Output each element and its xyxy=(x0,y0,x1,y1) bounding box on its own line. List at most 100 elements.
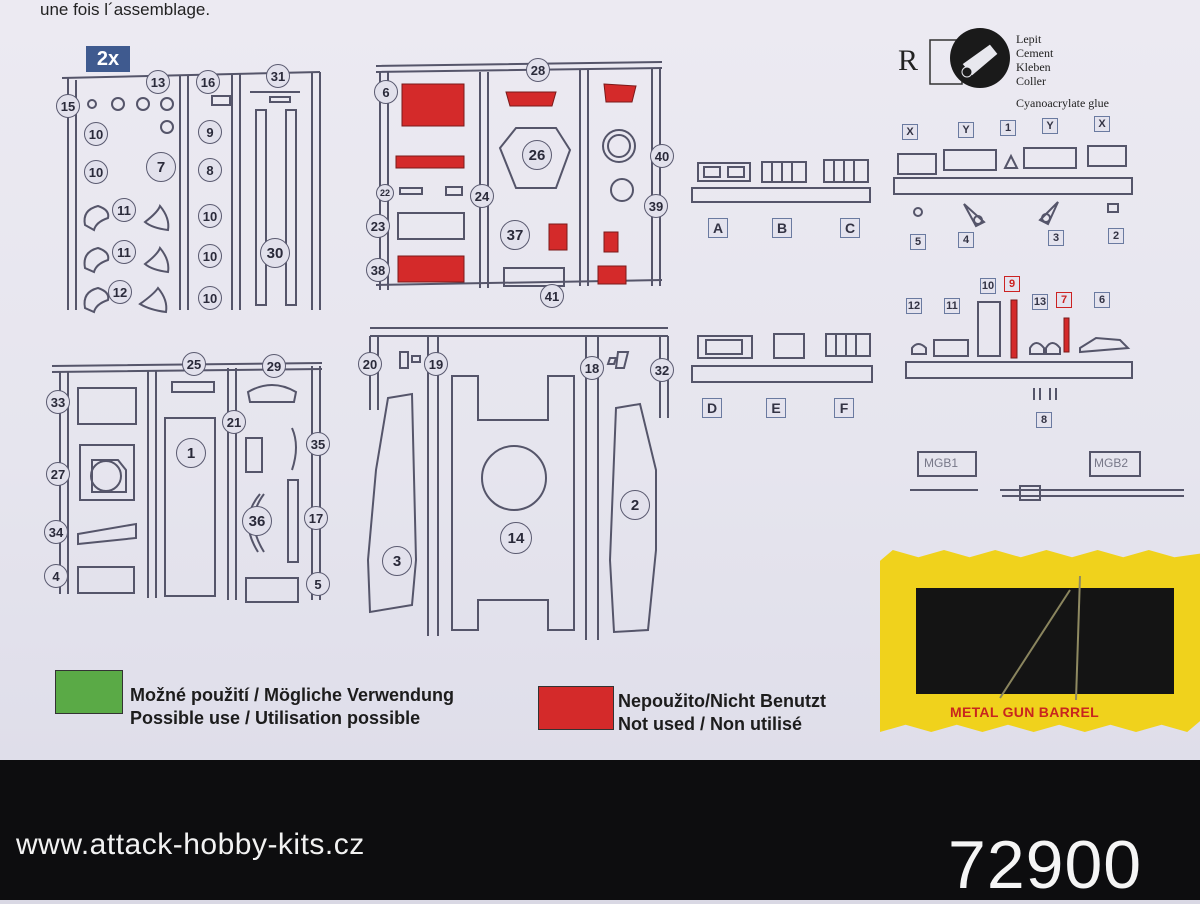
part-16: 16 xyxy=(196,70,220,94)
sprue-d-frame xyxy=(366,327,669,640)
glue-line-1: Lepit xyxy=(1016,32,1042,46)
part-11: 11 xyxy=(112,240,136,264)
part-40: 40 xyxy=(650,144,674,168)
clear-part-b: B xyxy=(772,218,792,238)
part-29: 29 xyxy=(262,354,286,378)
sprue-a-wheels xyxy=(83,97,174,314)
legend-unused-line1: Nepoužito/Nicht Benutzt xyxy=(618,691,826,711)
part-30: 30 xyxy=(260,238,290,268)
metal-gun-barrel-package: METAL GUN BARREL xyxy=(880,550,1200,732)
part-8: 8 xyxy=(198,158,222,182)
metal-barrel-rods xyxy=(999,575,1081,701)
part-13: 13 xyxy=(146,70,170,94)
part-27: 27 xyxy=(46,462,70,486)
pe-label-9: 9 xyxy=(1004,276,1020,292)
part-7: 7 xyxy=(146,152,176,182)
metal-gun-barrel-label: METAL GUN BARREL xyxy=(950,704,1099,720)
part-10: 10 xyxy=(84,122,108,146)
part-34: 34 xyxy=(44,520,68,544)
clear-part-e: E xyxy=(766,398,786,418)
pe-label-3: 3 xyxy=(1048,230,1064,246)
pe-label-x: X xyxy=(902,124,918,140)
footer-product-code: 72900 xyxy=(948,827,1143,903)
part-18: 18 xyxy=(580,356,604,380)
glue-line-4: Coller xyxy=(1016,74,1046,88)
pe-label-5: 5 xyxy=(910,234,926,250)
part-11: 11 xyxy=(112,198,136,222)
pe-label-2: 2 xyxy=(1108,228,1124,244)
part-10: 10 xyxy=(198,244,222,268)
part-17: 17 xyxy=(304,506,328,530)
part-1: 1 xyxy=(176,438,206,468)
pe-label-7: 7 xyxy=(1056,292,1072,308)
part-10: 10 xyxy=(198,204,222,228)
part-10: 10 xyxy=(84,160,108,184)
part-38: 38 xyxy=(366,258,390,282)
footer-bar xyxy=(0,760,1200,900)
part-4: 4 xyxy=(44,564,68,588)
barrel-label-mgb2: MGB2 xyxy=(1094,456,1129,470)
glue-symbol-letter: R xyxy=(898,44,919,77)
part-37: 37 xyxy=(500,220,530,250)
part-19: 19 xyxy=(424,352,448,376)
legend-possible-line2: Possible use / Utilisation possible xyxy=(130,708,421,728)
clear-part-f: F xyxy=(834,398,854,418)
pe-label-13: 13 xyxy=(1032,294,1048,310)
glue-symbol xyxy=(929,28,1010,88)
pe-label-8: 8 xyxy=(1036,412,1052,428)
sprue-b-frame xyxy=(375,61,663,290)
part-15: 15 xyxy=(56,94,80,118)
part-24: 24 xyxy=(470,184,494,208)
part-28: 28 xyxy=(526,58,550,82)
pe-sheet xyxy=(893,145,1184,501)
sprue-a-frame xyxy=(61,71,321,310)
clear-part-c: C xyxy=(840,218,860,238)
parts-diagram xyxy=(51,28,1184,640)
pe-label-y: Y xyxy=(958,122,974,138)
part-2: 2 xyxy=(620,490,650,520)
legend-unused-swatch xyxy=(538,686,614,730)
footer-url: www.attack-hobby-kits.cz xyxy=(16,828,365,861)
part-3: 3 xyxy=(382,546,412,576)
sprue-c-frame xyxy=(51,362,323,603)
clear-part-d: D xyxy=(702,398,722,418)
part-21: 21 xyxy=(222,410,246,434)
part-5: 5 xyxy=(306,572,330,596)
pe-label-1: 1 xyxy=(1000,120,1016,136)
barrel-label-mgb1: MGB1 xyxy=(924,456,959,470)
part-33: 33 xyxy=(46,390,70,414)
part-23: 23 xyxy=(366,214,390,238)
part-12: 12 xyxy=(108,280,132,304)
pe-label-11: 11 xyxy=(944,298,960,314)
part-31: 31 xyxy=(266,64,290,88)
part-25: 25 xyxy=(182,352,206,376)
pe-label-4: 4 xyxy=(958,232,974,248)
clear-part-a: A xyxy=(708,218,728,238)
part-6: 6 xyxy=(374,80,398,104)
part-14: 14 xyxy=(500,522,532,554)
part-20: 20 xyxy=(358,352,382,376)
metal-barrel-black-card xyxy=(916,588,1174,694)
part-39: 39 xyxy=(644,194,668,218)
pe-label-y: Y xyxy=(1042,118,1058,134)
pe-label-12: 12 xyxy=(906,298,922,314)
legend-possible-swatch xyxy=(55,670,123,714)
part-10: 10 xyxy=(198,286,222,310)
glue-type: Cyanoacrylate glue xyxy=(1016,96,1109,110)
part-22: 22 xyxy=(376,184,394,202)
quantity-badge: 2x xyxy=(86,46,130,72)
pe-label-x: X xyxy=(1094,116,1110,132)
clear-sprues xyxy=(691,159,873,383)
part-36: 36 xyxy=(242,506,272,536)
legend-unused-line2: Not used / Non utilisé xyxy=(618,714,803,734)
part-41: 41 xyxy=(540,284,564,308)
part-32: 32 xyxy=(650,358,674,382)
part-35: 35 xyxy=(306,432,330,456)
glue-line-2: Cement xyxy=(1016,46,1054,60)
legend-possible-line1: Možné použití / Mögliche Verwendung xyxy=(130,685,454,705)
part-9: 9 xyxy=(198,120,222,144)
intro-text: une fois l´assemblage. xyxy=(40,0,211,19)
part-26: 26 xyxy=(522,140,552,170)
pe-label-6: 6 xyxy=(1094,292,1110,308)
unused-parts xyxy=(395,83,1070,359)
